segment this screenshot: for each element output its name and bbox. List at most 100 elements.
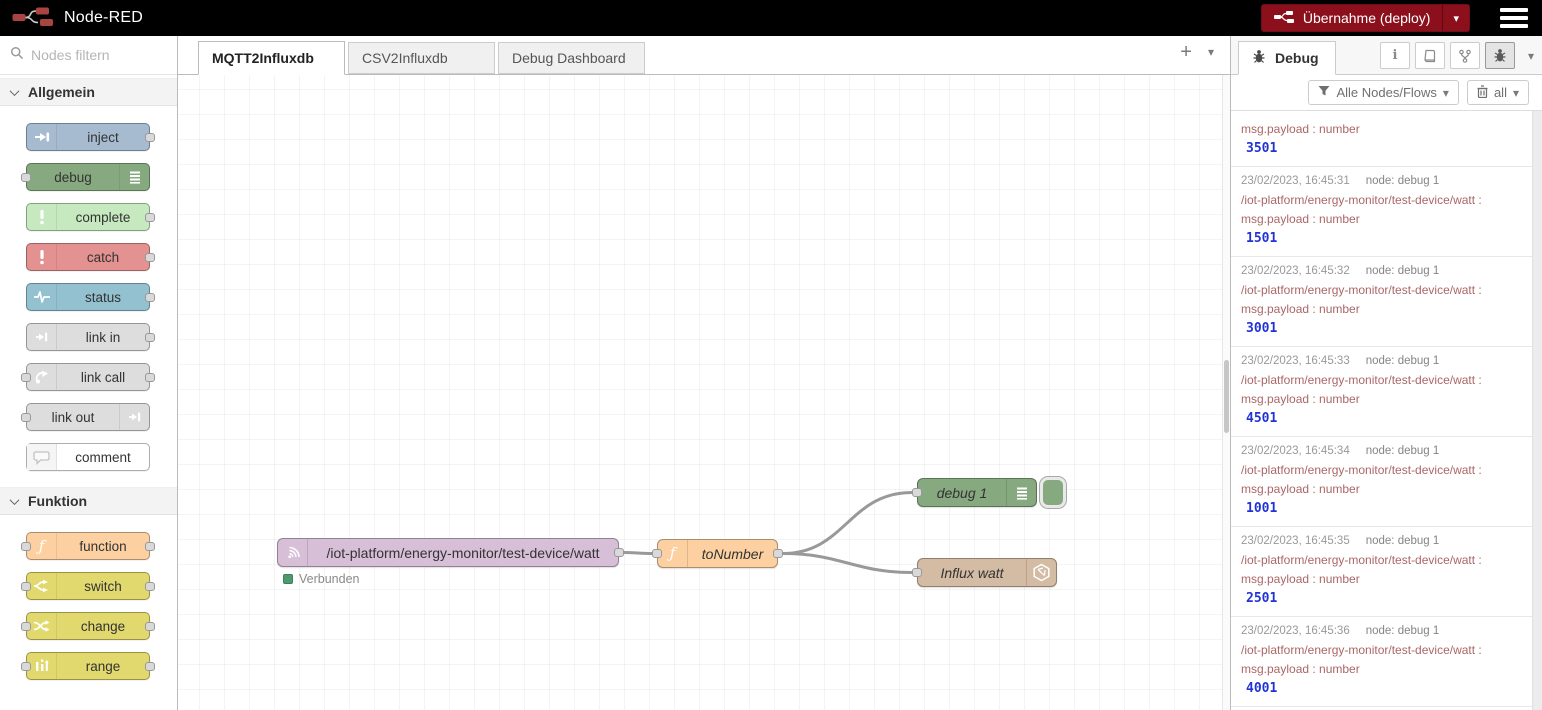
status-dot [283,574,293,584]
message-value[interactable]: 3501 [1246,141,1278,156]
input-port[interactable] [912,488,922,497]
input-port[interactable] [912,568,922,577]
palette-sidebar: Allgemein inject debug complete catch st… [0,36,178,710]
palette-node-switch[interactable]: switch [21,572,155,600]
flow-node-toNumber[interactable]: ƒ toNumber [652,539,783,568]
message-value[interactable]: 1501 [1246,231,1278,246]
palette-search-input[interactable] [31,47,167,63]
palette-search[interactable] [0,36,177,75]
tab-debug[interactable]: Debug [1238,41,1336,75]
debug-sidebar-button[interactable] [1484,42,1515,69]
function-icon: ƒ [27,533,57,559]
bug-icon [1252,49,1266,67]
node-red-logo-icon [12,6,56,31]
mqtt-signal-icon [278,539,308,566]
node-port [145,293,155,302]
message-source: node: debug 1 [1365,265,1440,277]
message-value[interactable]: 3001 [1246,321,1278,336]
palette-node-debug[interactable]: debug [21,163,150,191]
flow-tab-csv2influxdb[interactable]: CSV2Influxdb [348,42,495,74]
project-history-button[interactable] [1449,42,1480,69]
canvas-scrollbar-thumb[interactable] [1224,360,1229,433]
message-timestamp: 23/02/2023, 16:45:34 [1241,445,1350,457]
flow-tab-debug-dashboard[interactable]: Debug Dashboard [498,42,645,74]
message-payload-meta: msg.payload : number [1241,302,1360,316]
debug-enable-toggle[interactable] [1039,476,1067,509]
palette-node-range[interactable]: range [21,652,155,680]
debug-message[interactable]: 23/02/2023, 16:45:36 node: debug 1 /iot-… [1231,617,1532,707]
message-value[interactable]: 1001 [1246,501,1278,516]
deploy-icon [1273,10,1294,27]
flow-list-caret[interactable]: ▾ [1207,45,1214,59]
deploy-options-caret[interactable]: ▾ [1442,5,1469,31]
sidebar-options-caret[interactable]: ▾ [1527,48,1534,63]
message-payload-meta: msg.payload : number [1241,572,1360,586]
input-port[interactable] [652,549,662,558]
output-port[interactable] [614,548,624,557]
add-flow-button[interactable]: + [1180,41,1192,63]
message-value[interactable]: 4501 [1246,411,1278,426]
debug-filter-button[interactable]: Alle Nodes/Flows ▾ [1308,80,1459,105]
node-port [21,622,31,631]
node-port [21,413,31,422]
message-payload-meta: msg.payload : number [1241,122,1360,136]
exclamation-icon [27,204,57,230]
debug-clear-button[interactable]: all ▾ [1466,80,1529,105]
flow-canvas[interactable]: /iot-platform/energy-monitor/test-device… [178,75,1230,710]
influxdb-icon [1026,559,1056,586]
node-port [21,542,31,551]
palette-node-function[interactable]: ƒ function [21,532,155,560]
palette-node-link-call[interactable]: link call [21,363,155,391]
message-value[interactable]: 2501 [1246,591,1278,606]
node-port [145,582,155,591]
message-topic: /iot-platform/energy-monitor/test-device… [1241,193,1482,207]
debug-message[interactable]: msg.payload : number 3501 [1231,111,1532,167]
flow-tab-mqtt2influxdb[interactable]: MQTT2Influxdb [198,41,345,75]
message-source: node: debug 1 [1365,535,1440,547]
palette-node-comment[interactable]: comment [26,443,150,471]
debug-message[interactable]: 23/02/2023, 16:45:32 node: debug 1 /iot-… [1231,257,1532,347]
list-icon [119,164,149,190]
palette-section-funktion[interactable]: Funktion [0,487,177,515]
palette-node-complete[interactable]: complete [26,203,155,231]
message-value[interactable]: 4001 [1246,681,1278,696]
flow-node-mqtt-in[interactable]: /iot-platform/energy-monitor/test-device… [277,538,624,586]
node-port [145,213,155,222]
change-icon [27,613,57,639]
message-source: node: debug 1 [1365,445,1440,457]
help-sidebar-button[interactable] [1414,42,1445,69]
canvas-scrollbar[interactable] [1222,75,1230,710]
info-sidebar-button[interactable]: i [1379,42,1410,69]
link-out-icon [119,404,149,430]
debug-message[interactable]: 23/02/2023, 16:45:33 node: debug 1 /iot-… [1231,347,1532,437]
message-timestamp: 23/02/2023, 16:45:31 [1241,175,1350,187]
wires [622,491,914,574]
message-topic: /iot-platform/energy-monitor/test-device… [1241,553,1482,567]
debug-message[interactable]: 23/02/2023, 16:45:35 node: debug 1 /iot-… [1231,527,1532,617]
flow-node-debug-1[interactable]: debug 1 [912,478,1037,507]
flow-node-influx-watt[interactable]: Influx watt [912,558,1057,587]
palette-node-link-out[interactable]: link out [21,403,150,431]
message-topic: /iot-platform/energy-monitor/test-device… [1241,373,1482,387]
palette-node-change[interactable]: change [21,612,155,640]
palette-node-link-in[interactable]: link in [26,323,155,351]
palette-node-status[interactable]: status [26,283,155,311]
search-icon [10,46,24,65]
funnel-icon [1318,85,1330,100]
debug-message[interactable]: 23/02/2023, 16:45:31 node: debug 1 /iot-… [1231,167,1532,257]
main-menu-button[interactable] [1500,8,1528,28]
message-payload-meta: msg.payload : number [1241,392,1360,406]
output-port[interactable] [773,549,783,558]
message-timestamp: 23/02/2023, 16:45:32 [1241,265,1350,277]
message-source: node: debug 1 [1365,355,1440,367]
deploy-button[interactable]: Übernahme (deploy) ▾ [1260,4,1470,32]
palette-node-catch[interactable]: catch [26,243,155,271]
palette-node-inject[interactable]: inject [26,123,155,151]
palette-section-allgemein[interactable]: Allgemein [0,78,177,106]
debug-message-list[interactable]: msg.payload : number 3501 23/02/2023, 16… [1231,111,1542,710]
link-in-icon [27,324,57,350]
debug-message[interactable]: 23/02/2023, 16:45:34 node: debug 1 /iot-… [1231,437,1532,527]
debug-scrollbar[interactable] [1532,111,1542,710]
